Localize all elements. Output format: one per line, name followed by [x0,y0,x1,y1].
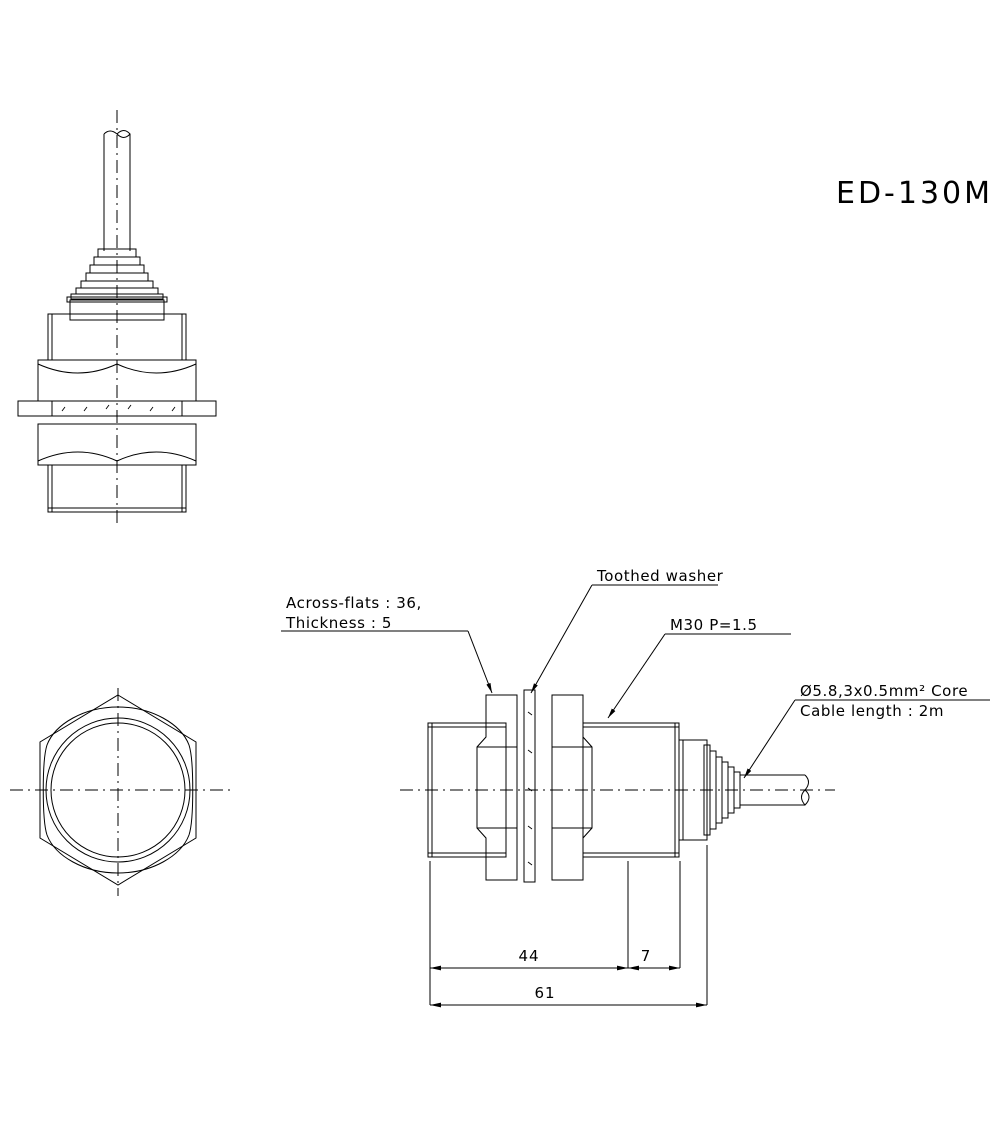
note-cable-length: Cable length : 2m [800,702,944,720]
note-thread: M30 P=1.5 [670,616,758,634]
top-view-body-lower [47,464,187,513]
side-view-strain-relief [703,744,741,836]
note-toothed-washer: Toothed washer [596,567,724,585]
note-across-flats: Across-flats : 36, [286,594,422,612]
leader-lines [281,584,990,779]
side-view-nut-left [476,694,518,881]
note-thickness: Thickness : 5 [285,614,392,632]
dimension-lines [429,845,708,1008]
dim-label-44: 44 [518,947,539,965]
top-view-cable [103,130,131,251]
vertical-orientation-view [17,110,217,527]
side-view-cable [740,774,810,806]
note-cable-core: Ø5.8,3x0.5mm² Core [800,682,968,700]
hex-chamfer-outline [42,706,194,874]
drawing-title: ED-130M [836,176,993,211]
dim-label-7: 7 [641,947,652,965]
side-view-sensing-barrel [427,722,507,858]
leader-acrossflats [467,630,493,694]
side-section-view [400,689,835,883]
top-view-toothed-washer [17,400,217,417]
thread-outer-circle [45,717,191,863]
hex-outline [39,694,197,886]
side-view-toothed-washer [523,689,536,883]
leader-thread [607,633,666,719]
leader-washer [530,584,593,694]
side-view-rear-cap [678,739,708,841]
hexagon-end-view [10,688,230,896]
dim-label-61: 61 [534,984,555,1002]
thread-root-circle [50,722,186,858]
leader-cable [743,699,796,779]
side-view-threaded-barrel [582,722,680,858]
side-view-nut-right [551,694,593,881]
